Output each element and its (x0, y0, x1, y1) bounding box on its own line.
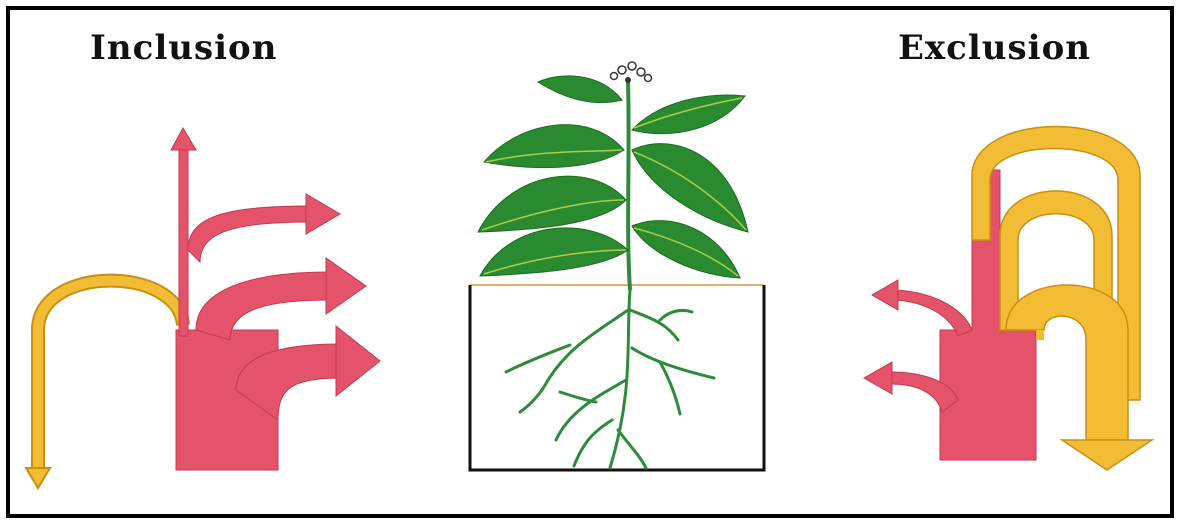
flower-cluster (611, 62, 652, 83)
inclusion-arrows (26, 128, 380, 488)
red-left-arrow-top (872, 280, 972, 336)
plant-illustration (470, 62, 764, 470)
plant-stem (628, 80, 630, 290)
leaves-right (632, 95, 748, 278)
red-right-arrow-middle (196, 258, 366, 340)
plant-roots (506, 290, 714, 468)
exclusion-arrows (864, 127, 1152, 471)
leaves-left (478, 76, 628, 276)
yellow-down-arrow (26, 281, 183, 488)
red-right-arrow-top (188, 194, 340, 262)
